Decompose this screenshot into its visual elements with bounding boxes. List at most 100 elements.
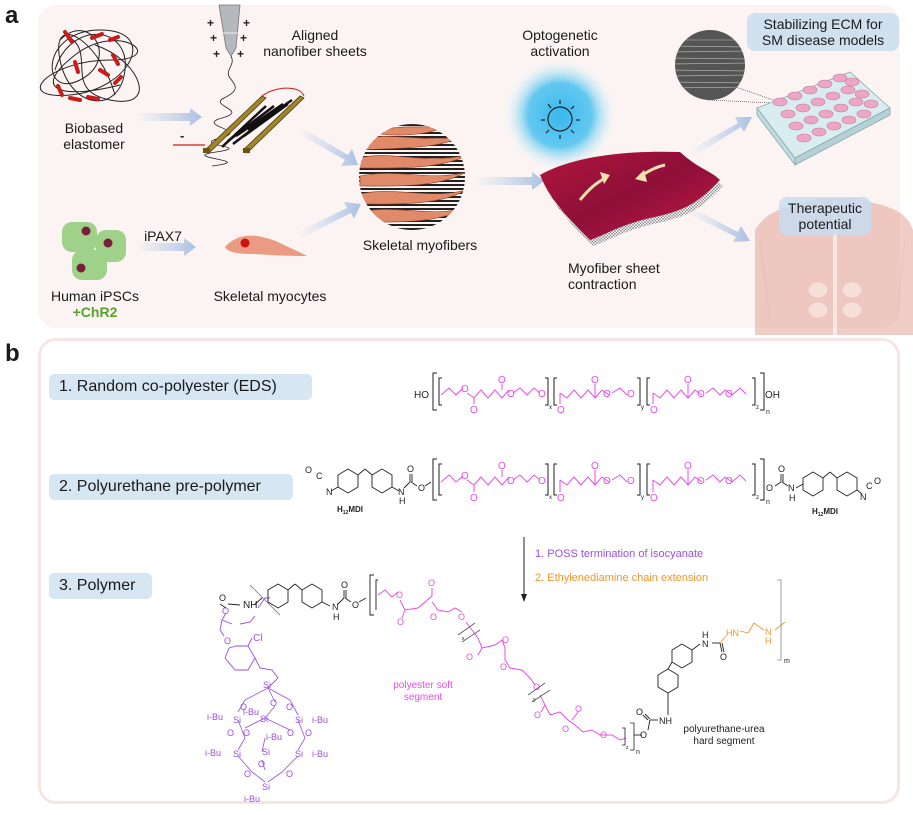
atom-o: O	[557, 493, 565, 504]
arrow-to-ecm	[690, 117, 752, 156]
label-h12mdi-left: H12MDI	[337, 505, 363, 516]
atom-o: O	[627, 476, 635, 487]
atom-o: O	[244, 769, 251, 779]
step-label-polyurethane-prepolymer: 2. Polyurethane pre-polymer	[49, 474, 293, 500]
label-line: Therapeutic	[788, 200, 862, 216]
label-biobased-elastomer: Biobased elastomer	[55, 120, 133, 152]
label-line: Human iPSCs	[51, 288, 139, 304]
atom-o: O	[466, 652, 473, 662]
atom-si: Si	[233, 715, 241, 725]
subscript-y: y	[641, 405, 644, 411]
atom-h: H	[399, 496, 406, 506]
well-plate-icon	[756, 71, 891, 167]
atom-o: O	[222, 606, 229, 616]
atom-o: O	[500, 662, 507, 672]
atom-o: O	[766, 483, 773, 493]
plus-sign: +	[237, 47, 244, 61]
subscript-x: x	[549, 405, 552, 411]
atom-si: Si	[262, 782, 270, 792]
myocyte-cell-icon	[225, 235, 307, 256]
atom-o: O	[778, 464, 785, 474]
atom-o: O	[430, 612, 437, 622]
atom-n: N	[332, 602, 339, 612]
atom-o: O	[684, 375, 692, 386]
condition-poss-termination: 1. POSS termination of isocyanate	[535, 548, 703, 560]
label-aligned-nanofiber-sheets: Aligned nanofiber sheets	[255, 27, 375, 59]
arrow-myofibers-to-contraction	[474, 172, 544, 190]
atom-o: O	[397, 617, 404, 627]
label-h12mdi-right: H12MDI	[812, 507, 838, 518]
label-line: activation	[530, 43, 590, 59]
atom-o: O	[305, 728, 312, 738]
atom-c: C	[316, 471, 323, 481]
subscript-z: z	[756, 405, 759, 411]
label-line: Biobased	[64, 120, 124, 136]
atom-o: O	[591, 375, 599, 386]
label-hard-segment: polyurethane-urea	[683, 724, 765, 735]
subscript-n: n	[766, 499, 770, 506]
atom-o: O	[270, 698, 277, 708]
label-line: contraction	[568, 276, 637, 292]
panel-letter-b: b	[5, 340, 20, 367]
needle-charges: + + + + + +	[207, 16, 250, 61]
atom-o: O	[498, 461, 506, 472]
arrow-ipscs-to-myocytes	[135, 238, 196, 256]
atom-n: N	[326, 487, 333, 497]
atom-o: O	[603, 389, 611, 400]
atom-hn: HN	[726, 628, 739, 638]
atom-o: O	[533, 682, 540, 692]
label-myofiber-sheet-contraction: Myofiber sheet contraction	[568, 260, 688, 292]
label-polyester-soft-segment: segment	[404, 692, 443, 703]
plus-sign: +	[210, 31, 217, 45]
atom-h: H	[765, 636, 772, 646]
electrospinning-needle-icon	[204, 4, 241, 167]
atom-o: O	[562, 724, 569, 734]
minus-sign: -	[180, 128, 184, 143]
subscript-n: n	[766, 409, 770, 416]
atom-o: O	[725, 476, 733, 487]
atom-o: O	[227, 728, 234, 738]
atom-cl: Cl	[253, 633, 262, 644]
subscript-z: z	[756, 495, 759, 501]
label-line: elastomer	[63, 136, 125, 152]
atom-o: O	[498, 375, 506, 386]
atom-o: O	[627, 389, 635, 400]
label-line: nanofiber sheets	[263, 43, 367, 59]
atom-o: O	[461, 471, 469, 482]
atom-o: O	[534, 710, 541, 720]
atom-nh: NH	[659, 716, 672, 726]
atom-h: H	[789, 493, 796, 503]
atom-si: Si	[263, 680, 271, 690]
atom-o: O	[538, 476, 546, 487]
subscript-y: y	[641, 495, 644, 501]
label-ho: HO	[414, 390, 429, 401]
plus-sign: +	[207, 16, 214, 30]
atom-si: Si	[260, 714, 268, 724]
atom-o: O	[636, 707, 643, 717]
subscript-n: n	[636, 749, 640, 756]
ipsc-cells-icon	[62, 222, 126, 280]
label-stabilizing-ecm: Stabilizing ECM for SM disease models	[747, 13, 899, 51]
substituent-ibu: i-Bu	[244, 794, 260, 804]
substituent-ibu: i-Bu	[205, 748, 221, 758]
substituent-ibu: i-Bu	[312, 715, 328, 725]
atom-o: O	[538, 389, 546, 400]
collector-rails-icon	[173, 87, 305, 154]
substituent-ibu: i-Bu	[243, 707, 259, 717]
atom-o: O	[286, 769, 293, 779]
atom-o: O	[600, 730, 607, 740]
subscript-x: x	[462, 636, 465, 642]
atom-o: O	[461, 384, 469, 395]
skeletal-myofibers-icon	[359, 124, 465, 230]
atom-o: O	[396, 590, 403, 600]
myofiber-sheet-icon	[540, 151, 723, 246]
label-therapeutic-potential: Therapeutic potential	[779, 197, 871, 235]
atom-o: O	[720, 652, 727, 662]
atom-c: C	[866, 481, 873, 491]
atom-n: N	[398, 487, 405, 497]
step-label-random-copolyester: 1. Random co-polyester (EDS)	[49, 374, 312, 400]
atom-o: O	[341, 580, 348, 590]
atom-nh: NH	[243, 600, 257, 611]
atom-o: O	[650, 405, 658, 416]
label-human-ipscs: Human iPSCs +ChR2	[40, 288, 150, 320]
